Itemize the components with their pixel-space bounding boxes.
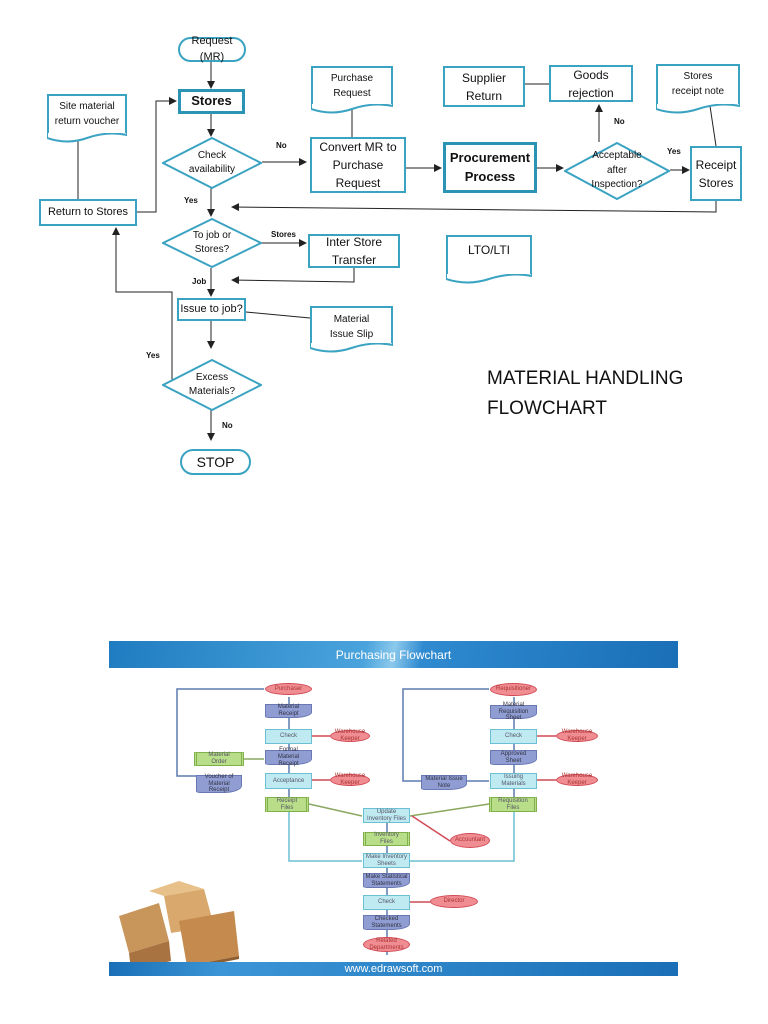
purchasing-node-related: Related Departments xyxy=(363,937,410,952)
purchasing-node-director: Director xyxy=(430,895,478,908)
purchasing-node-formal-receipt: Formal Material Receipt xyxy=(265,747,312,767)
node-job-or-stores: To job or Stores? xyxy=(162,218,262,268)
branch-label-yes-excess: Yes xyxy=(146,351,160,360)
node-text: To job or Stores? xyxy=(192,229,232,256)
node-acceptable: Acceptable after Inspection? xyxy=(564,142,670,200)
purchasing-node-update-inv: Update Inventory Files xyxy=(363,808,410,823)
document-wave-edge xyxy=(656,104,740,114)
node-excess: Excess Materials? xyxy=(162,359,262,411)
purchasing-node-wk3: Warehouse Keeper xyxy=(556,729,598,742)
purchasing-node-material-order: Material Order xyxy=(194,752,244,766)
node-inter-store: Inter Store Transfer xyxy=(308,234,400,268)
purchasing-node-wk2: Warehouse Keeper xyxy=(330,773,370,786)
node-convert: Convert MR to Purchase Request xyxy=(310,137,406,193)
branch-label-yes-check: Yes xyxy=(184,196,198,205)
document-wave-edge xyxy=(446,274,532,284)
branch-label-no-check: No xyxy=(276,141,287,150)
branch-label-stores-branch: Stores xyxy=(271,230,296,239)
node-procurement: Procurement Process xyxy=(443,142,537,193)
purchasing-header: Purchasing Flowchart xyxy=(109,641,678,668)
document-wave-edge xyxy=(310,343,393,353)
purchasing-node-wk4: Warehouse Keeper xyxy=(556,773,598,786)
node-supplier-return: Supplier Return xyxy=(443,66,525,107)
purchasing-node-make-sheets: Make Inventory Sheets xyxy=(363,853,410,868)
purchasing-node-check-c: Check xyxy=(363,895,410,910)
node-text: Check availability xyxy=(188,149,236,176)
node-receipt-note: Stores receipt note xyxy=(656,64,740,106)
purchasing-node-req-files: Requisition Files xyxy=(489,797,537,812)
node-site-voucher: Site material return voucher xyxy=(47,94,127,135)
purchasing-node-checked: Checked Statements xyxy=(363,915,410,930)
purchasing-node-wk1: Warehouse Keeper xyxy=(330,729,370,742)
purchasing-node-voucher: Voucher of Material Receipt xyxy=(196,774,242,793)
node-request: Request (MR) xyxy=(178,35,246,63)
node-issue-job: Issue to job? xyxy=(177,298,246,321)
node-purchase-request: Purchase Request xyxy=(311,66,393,106)
node-return-stores: Return to Stores xyxy=(39,199,137,226)
branch-label-no-excess: No xyxy=(222,421,233,430)
branch-label-yes-accept: Yes xyxy=(667,147,681,156)
purchasing-node-req-sheet: Material Requisition Sheet xyxy=(490,702,537,721)
node-issue-slip: Material Issue Slip xyxy=(310,306,393,345)
purchasing-node-material-receipt: Material Receipt xyxy=(265,704,312,718)
purchasing-node-receipt-files: Receipt Files xyxy=(265,797,309,812)
document-wave-edge xyxy=(47,133,127,143)
purchasing-node-inv-files: Inventory Files xyxy=(363,832,410,846)
node-text: Excess Materials? xyxy=(188,371,236,398)
purchasing-node-check-r: Check xyxy=(490,729,537,744)
purchasing-connectors xyxy=(119,688,556,971)
purchasing-node-approved: Approved Sheet xyxy=(490,750,537,765)
purchasing-node-requisitioner: Requisitioner xyxy=(490,683,537,696)
purchasing-node-issuing: Issuing Materials xyxy=(490,773,537,789)
purchasing-node-issue-note: Material Issue Note xyxy=(421,775,467,790)
cardboard-boxes-illustration xyxy=(119,881,239,971)
purchasing-flowchart-image: Purchasing Flowchart xyxy=(109,641,678,976)
purchasing-node-acceptance: Acceptance xyxy=(265,773,312,789)
purchasing-node-check-l: Check xyxy=(265,729,312,744)
page-title: MATERIAL HANDLING FLOWCHART xyxy=(487,368,684,419)
document-wave-edge xyxy=(311,104,393,114)
purchasing-node-stat: Make Statistical Statements xyxy=(363,873,410,888)
node-goods-rejection: Goods rejection xyxy=(549,65,633,102)
node-stores: Stores xyxy=(178,89,245,114)
purchasing-node-purchaser: Purchaser xyxy=(265,683,312,695)
branch-label-no-accept: No xyxy=(614,117,625,126)
branch-label-job-branch: Job xyxy=(192,277,207,286)
node-check: Check availability xyxy=(162,137,262,189)
node-text: Acceptable after Inspection? xyxy=(591,150,643,191)
node-stop: STOP xyxy=(180,449,251,475)
purchasing-footer: www.edrawsoft.com xyxy=(109,962,678,976)
node-receipt-stores: Receipt Stores xyxy=(690,146,742,201)
purchasing-node-accountant: Accountant xyxy=(450,833,490,848)
node-lto: LTO/LTI xyxy=(446,235,532,276)
